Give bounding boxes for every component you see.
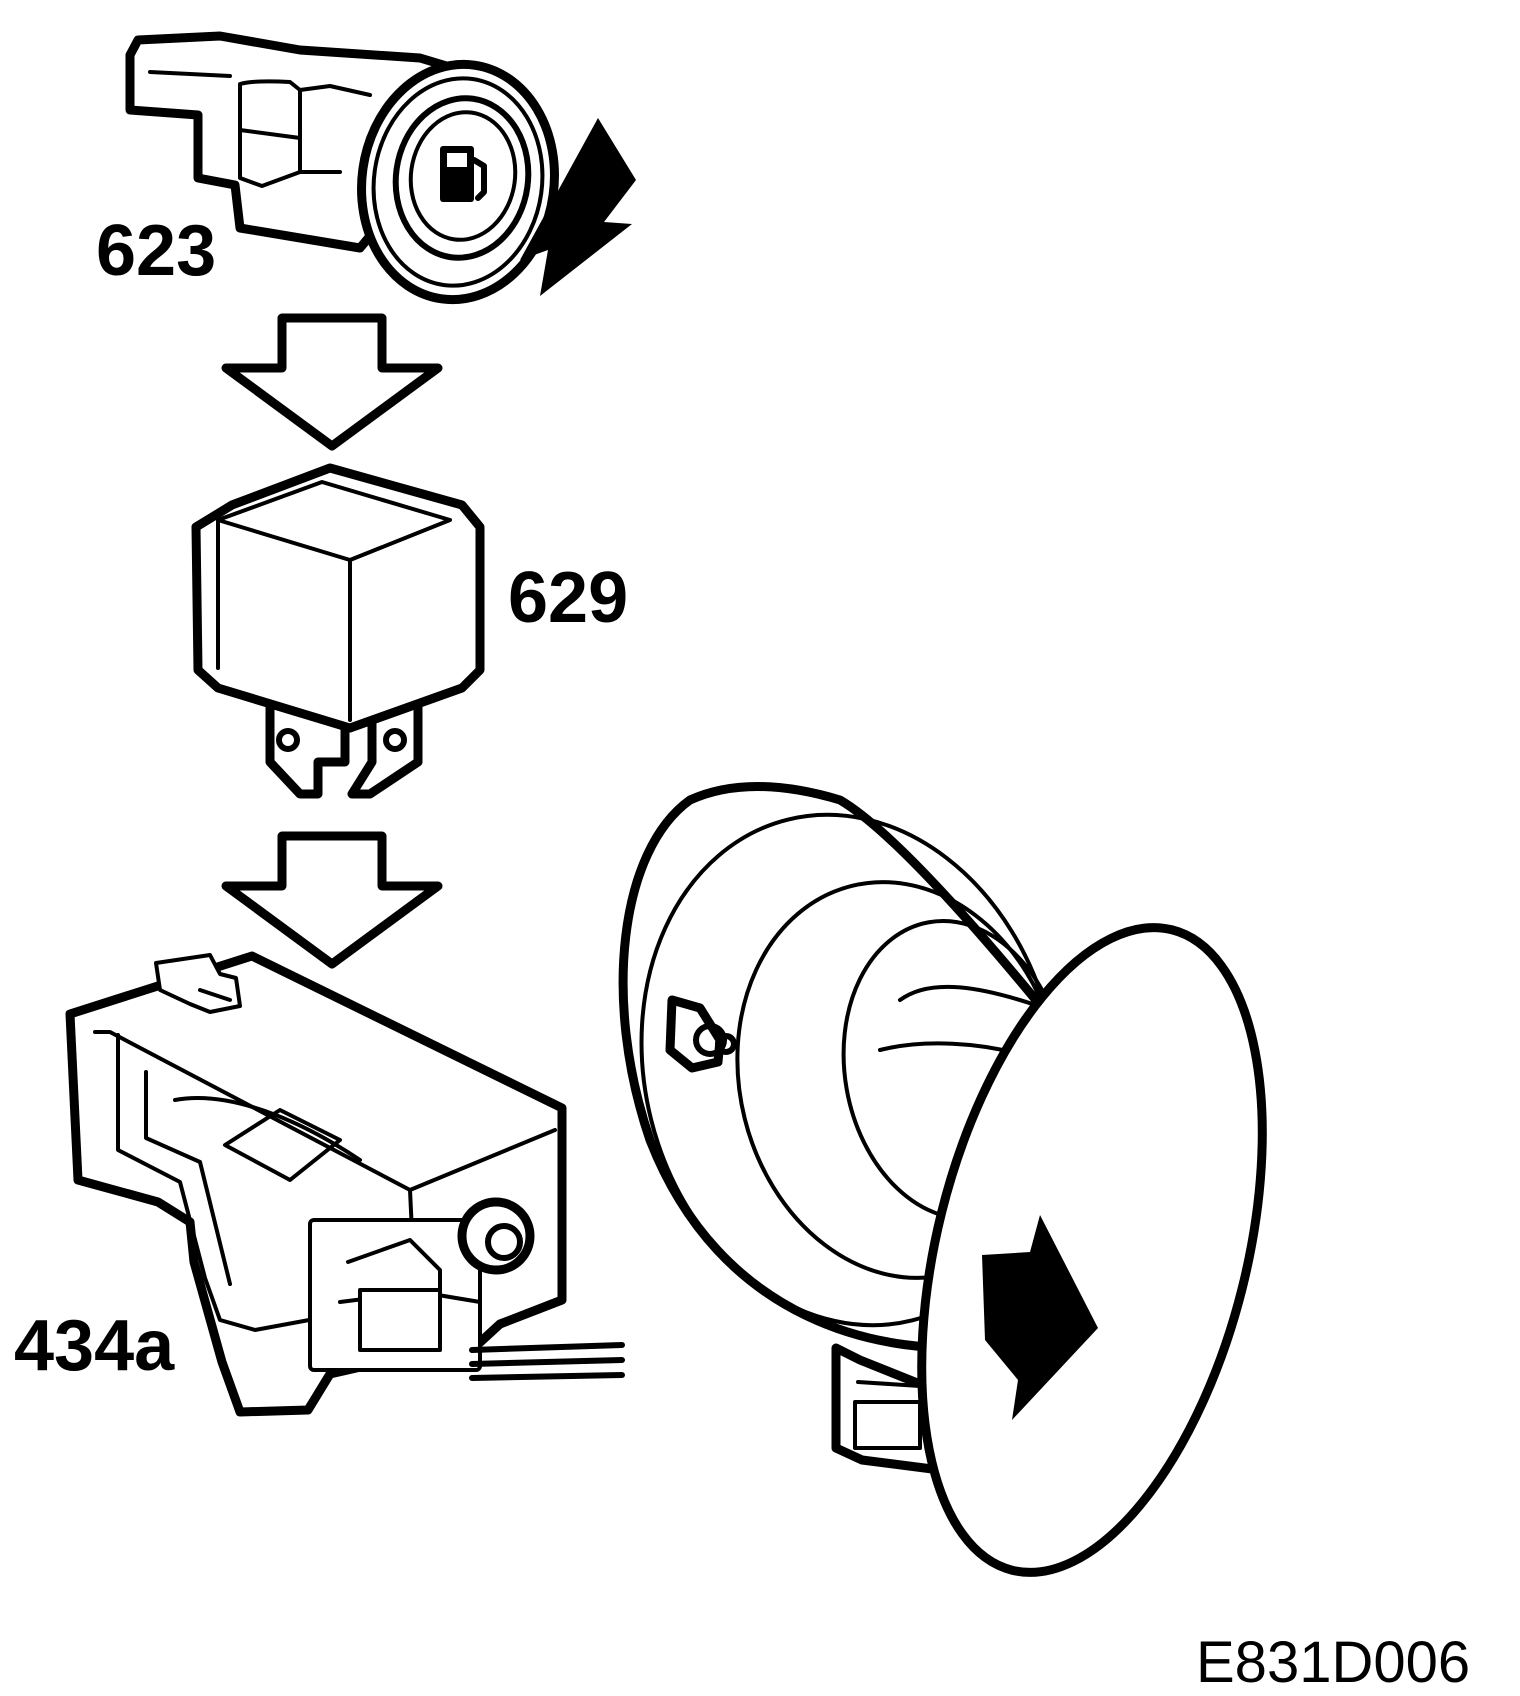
figure-code: E831D006 — [1196, 1630, 1470, 1695]
open-arrow-icon — [982, 1215, 1098, 1420]
hollow-down-arrow-icon — [221, 831, 443, 969]
hollow-down-arrow-icon — [221, 313, 443, 451]
relay-label: 629 — [508, 558, 628, 638]
fuel-filler-flap — [618, 782, 1267, 1577]
relay — [191, 463, 485, 799]
fuel-pump-icon — [440, 146, 487, 202]
press-arrow-icon — [520, 118, 636, 296]
actuator-label: 434a — [14, 1306, 175, 1386]
switch-label: 623 — [96, 211, 216, 291]
lock-actuator — [65, 951, 625, 1417]
fuel-filler-switch — [125, 31, 636, 305]
